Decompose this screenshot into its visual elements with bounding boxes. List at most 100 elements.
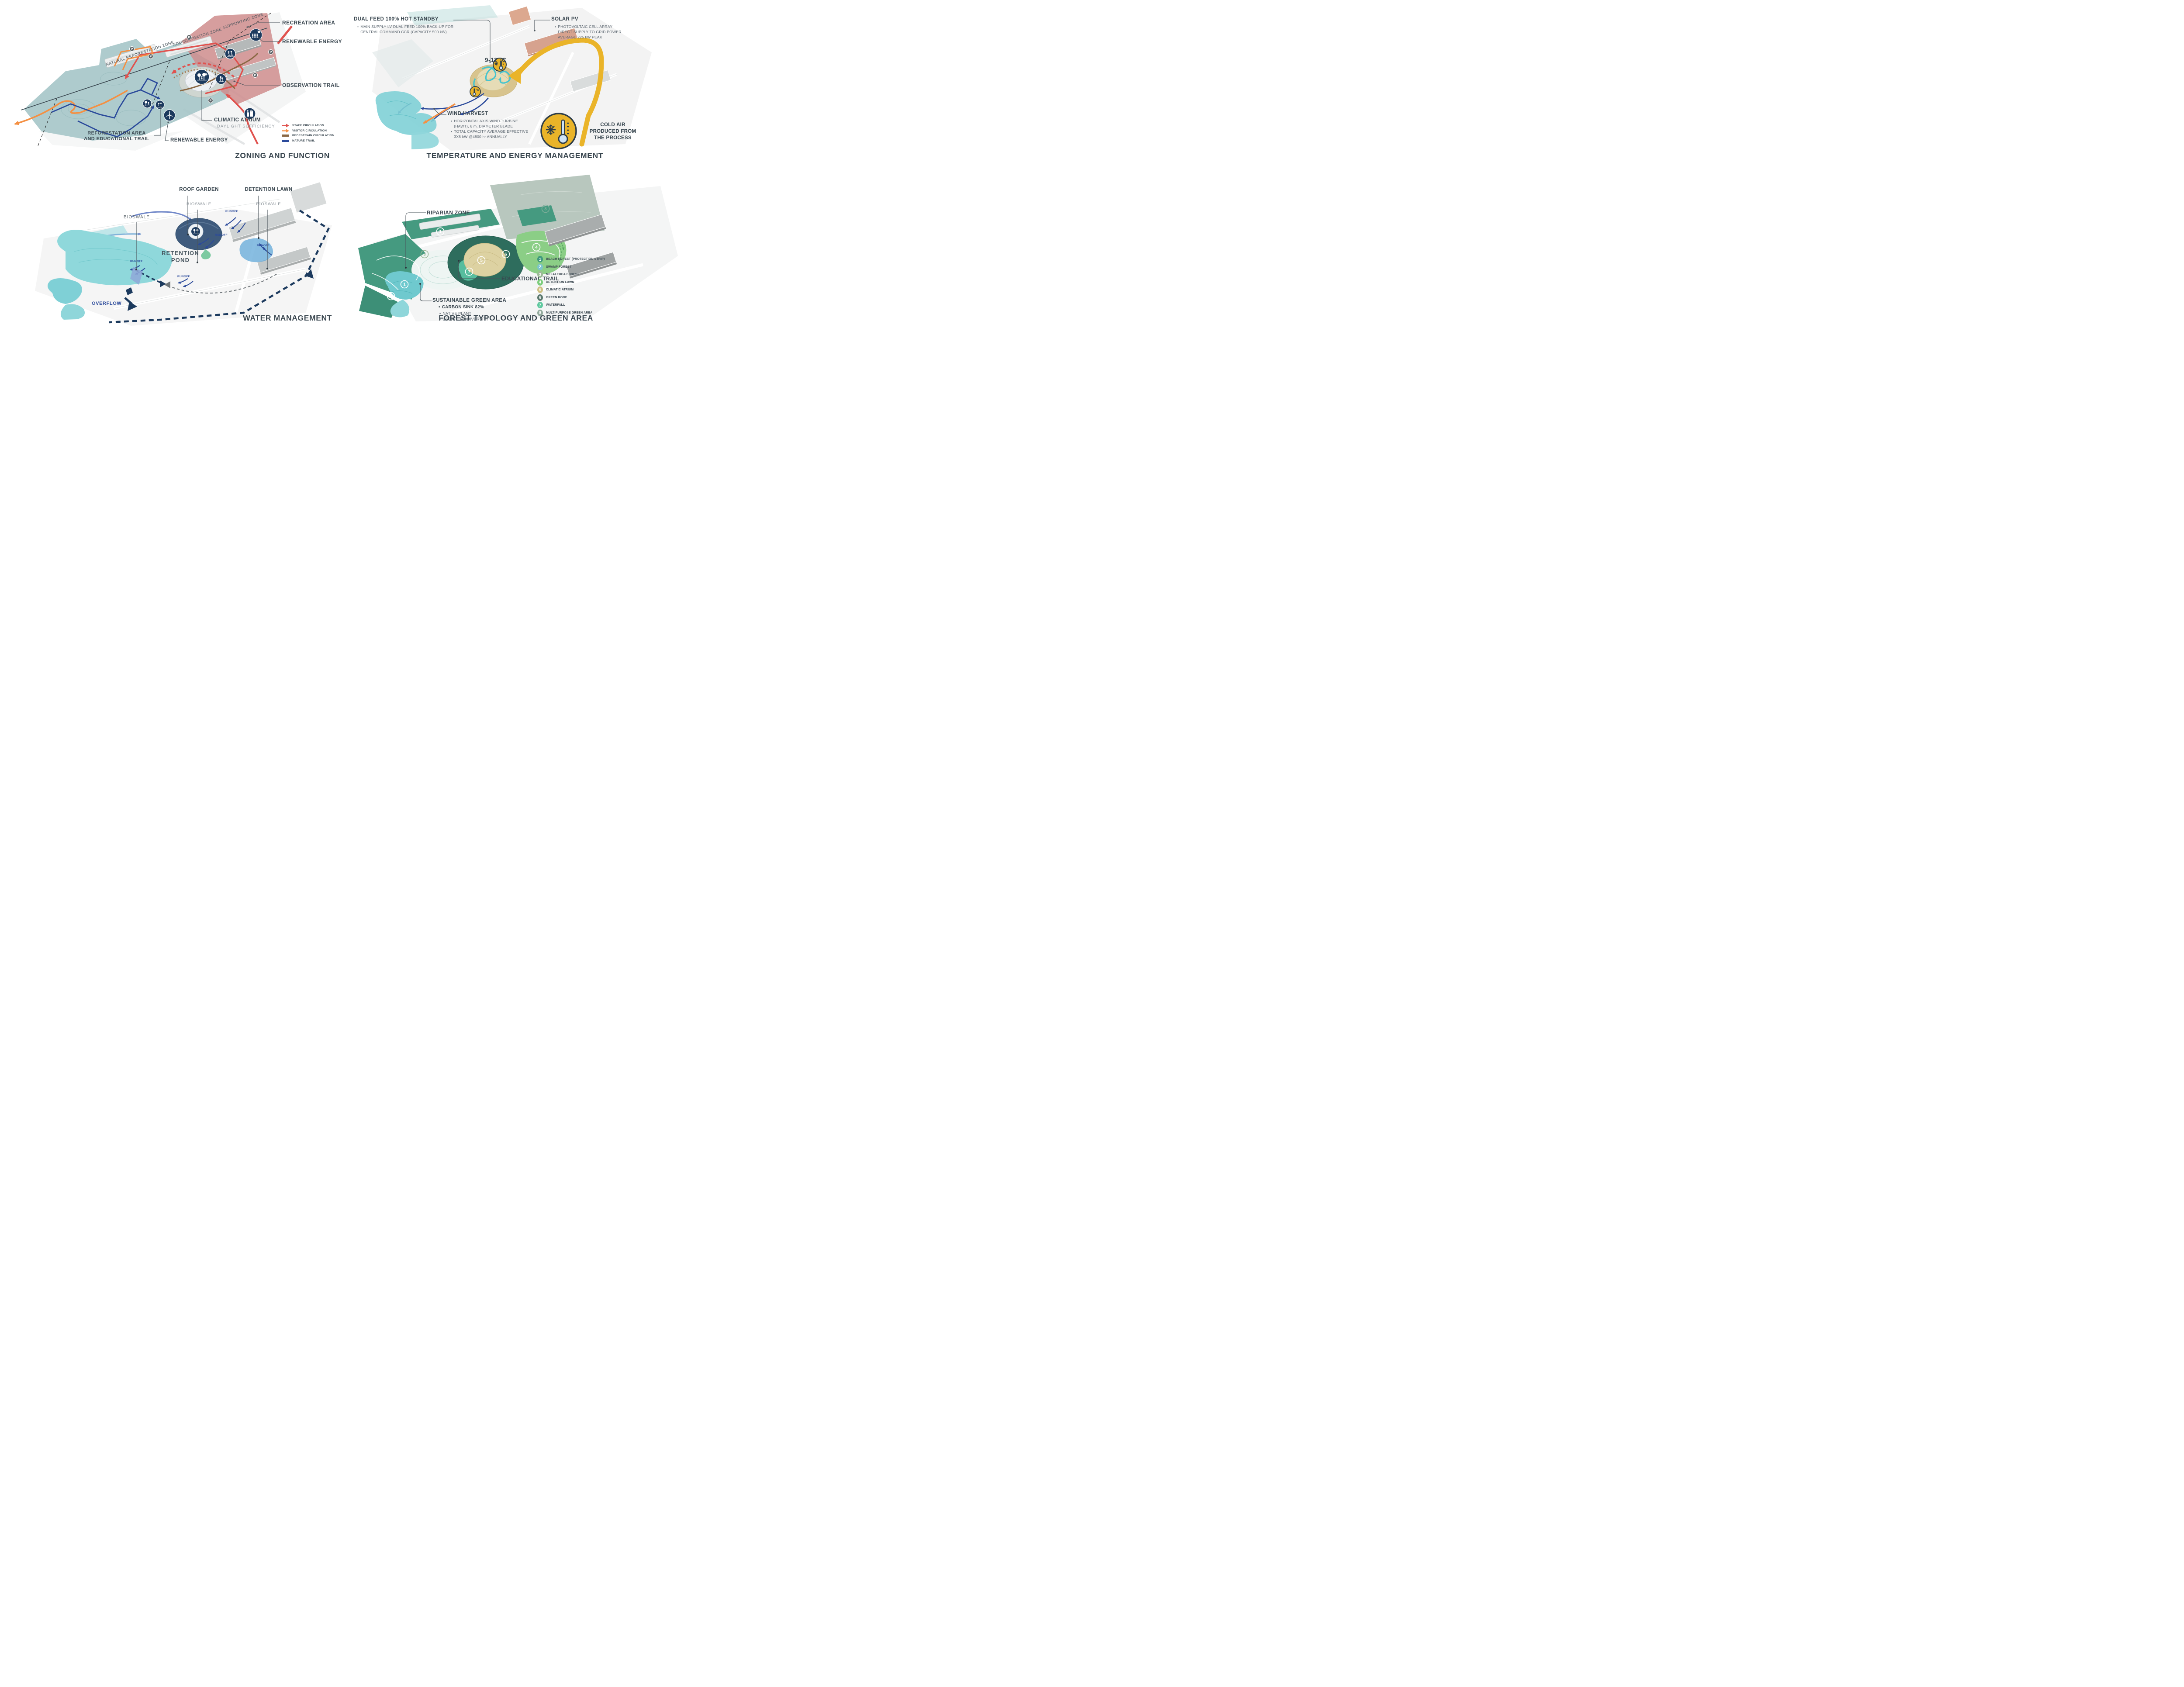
visitor-arrow <box>423 103 456 124</box>
carbon-sink-text: CARBON SINK 82% <box>442 305 484 310</box>
forest-legend: 1 BEACH FOREST (PROTECTION STRIP) 2 SWAM… <box>537 255 605 317</box>
create-biodiversity-text: CREATE BIODIVERSITY <box>442 317 489 321</box>
legend-circle-4: 4 <box>537 279 543 286</box>
nature-bar-icon <box>282 139 289 142</box>
parking-badge: P <box>210 100 212 103</box>
thermo-snow-badge <box>493 58 507 72</box>
callout-roof-garden: ROOF GARDEN <box>179 187 219 192</box>
thermo-c-badge: °C <box>470 86 481 97</box>
legend-label: GREEN ROOF <box>546 296 567 299</box>
leader-lines <box>405 212 500 301</box>
wind-harvest-heading: WIND HARVEST <box>447 111 488 116</box>
panel-water-management: ROOF GARDEN BIOSWALE DETENTION LAWN BIOS… <box>0 169 346 337</box>
callout-riparian-zone: RIPARIAN ZONE <box>427 210 470 216</box>
legend-label: MULTIPURPOSE GREEN AREA <box>546 311 593 314</box>
recreation-icon <box>225 48 236 59</box>
wind-harvest-bullet-1: HORIZONTAL AXIS WIND TURBINE (HAWT), 6 m… <box>454 119 518 129</box>
leader-lines <box>154 22 280 141</box>
gray-buildings <box>544 214 617 279</box>
map-marker-4: 4 <box>535 245 538 250</box>
legend-label: VISITOR CIRCULATION <box>292 129 327 132</box>
forest-map: 1 1 2 3 4 5 6 7 8 <box>358 175 678 321</box>
pond <box>375 91 439 149</box>
cold-air-label: COLD AIR PRODUCED FROM THE PROCESS <box>582 122 644 141</box>
runoff-label: RUNOFF <box>225 210 238 213</box>
legend-row-climatic-atrium: 5 CLIMATIC ATRIUM <box>537 286 605 294</box>
temp-range-label: 9-12 °C <box>485 57 507 63</box>
sustainable-bullet-main: •CARBON SINK 82% <box>439 304 484 310</box>
leader-lines <box>434 20 550 115</box>
legend-row-melaleuca-forest: 3 MELALEUCA FOREST <box>537 271 605 279</box>
staff-arrow-icon <box>282 124 289 128</box>
callout-educational-trail: EDUCATIONAL TRAIL <box>501 276 559 282</box>
runoff-arrows <box>129 217 272 287</box>
runoff-label: RUNOFF <box>130 260 143 263</box>
callout-renewable-energy-top: RENEWABLE ENERGY <box>282 38 342 45</box>
sustainable-bullets: •NATIVE PLANT •CREATE BIODIVERSITY <box>439 311 489 322</box>
legend-label: MELALEUCA FOREST <box>546 273 580 276</box>
legend-circle-7: 7 <box>537 302 543 309</box>
bullet-dot: • <box>451 119 453 123</box>
diagram-sheet: P P P P P P NATURAL REFORESTATION ZO <box>0 0 692 337</box>
legend-row-beach-forest: 1 BEACH FOREST (PROTECTION STRIP) <box>537 255 605 263</box>
callout-recreation-area: RECREATION AREA <box>282 20 335 26</box>
map-number-markers: 1 1 2 3 4 5 6 7 8 <box>387 204 550 300</box>
legend-row-visitor: VISITOR CIRCULATION <box>282 128 334 134</box>
legend-circle-2: 2 <box>537 263 543 270</box>
forest-walk-icon <box>142 99 152 108</box>
legend-label: DETENTION LAWN <box>546 280 574 284</box>
overflow-label: OVERFLOW <box>92 301 122 306</box>
cold-air-line1: COLD AIR <box>600 122 625 128</box>
callout-roof-garden-bioswale: BIOSWALE <box>186 202 212 207</box>
legend-row-nature: NATURE TRAIL <box>282 138 334 144</box>
legend-circle-8: 8 <box>537 309 543 316</box>
runoff-label: RUNOFF <box>257 244 270 247</box>
water-map <box>35 181 332 326</box>
bioswale-patch <box>130 267 143 285</box>
cold-storage-icon <box>244 107 256 120</box>
water-dome <box>175 218 222 259</box>
dome-forest-icon <box>194 69 210 85</box>
callout-detention-lawn-bioswale: BIOSWALE <box>256 202 281 207</box>
map-marker-7: 7 <box>468 270 470 275</box>
legend-row-waterfall: 7 WATERFALL <box>537 301 605 309</box>
retention-line2: POND <box>171 257 190 264</box>
legend-label: WATERFALL <box>546 304 565 307</box>
circulation-legend: STAFF CIRCULATION VISITOR CIRCULATION PE… <box>282 123 334 143</box>
cold-air-badge <box>540 113 577 149</box>
panel-title-water: WATER MANAGEMENT <box>243 314 332 322</box>
legend-row-detention-lawn: 4 DETENTION LAWN <box>537 279 605 286</box>
map-marker-1b: 1 <box>403 283 406 287</box>
bullet-dot: • <box>357 24 359 29</box>
callout-daylight-sufficiency: DAYLIGHT SUFFICIENCY <box>217 124 275 129</box>
bullet-dot: • <box>439 311 441 316</box>
parking-badge: P <box>131 48 133 51</box>
leader-dots <box>135 234 268 270</box>
bullet-dot: • <box>439 305 440 310</box>
legend-circle-6: 6 <box>537 294 543 301</box>
map-marker-2: 2 <box>390 294 392 299</box>
reforestation-line1: REFORESTATION AREA <box>87 131 146 136</box>
map-marker-5: 5 <box>480 259 483 263</box>
temperature-map: °C <box>372 5 652 151</box>
dual-feed-bullet-text: MAIN SUPPLY LV DUAL FEED 100% BACK-UP FO… <box>360 24 454 34</box>
kiosk-icon <box>215 73 227 85</box>
parking-badges: P P P P P P <box>129 34 273 103</box>
cold-air-line2: PRODUCED FROM <box>589 128 636 134</box>
map-marker-1: 1 <box>439 230 442 235</box>
retention-pond-label: RETENTION POND <box>152 250 209 264</box>
bullet-dot: • <box>555 24 556 29</box>
legend-row-green-roof: 6 GREEN ROOF <box>537 294 605 302</box>
parking-badge: P <box>270 51 272 54</box>
wind-harvest-bullets: •HORIZONTAL AXIS WIND TURBINE (HAWT), 6 … <box>451 118 532 139</box>
legend-row-multipurpose: 8 MULTIPURPOSE GREEN AREA <box>537 309 605 317</box>
callout-reforestation-area: REFORESTATION AREA AND EDUCATIONAL TRAIL <box>79 131 154 142</box>
callout-renewable-energy-bottom: RENEWABLE ENERGY <box>170 138 228 143</box>
cold-air-pipe <box>508 38 604 147</box>
map-marker-3: 3 <box>423 252 426 257</box>
legend-circle-5: 5 <box>537 286 543 293</box>
solar-pv-bullets: •PHOTOVOLTAIC CELL ARRAY DIRECT SUPPLY T… <box>555 24 625 40</box>
zone-boundaries <box>21 13 271 147</box>
callout-bioswale-left: BIOSWALE <box>124 215 150 220</box>
thermo-unit-label: °C <box>476 88 479 92</box>
